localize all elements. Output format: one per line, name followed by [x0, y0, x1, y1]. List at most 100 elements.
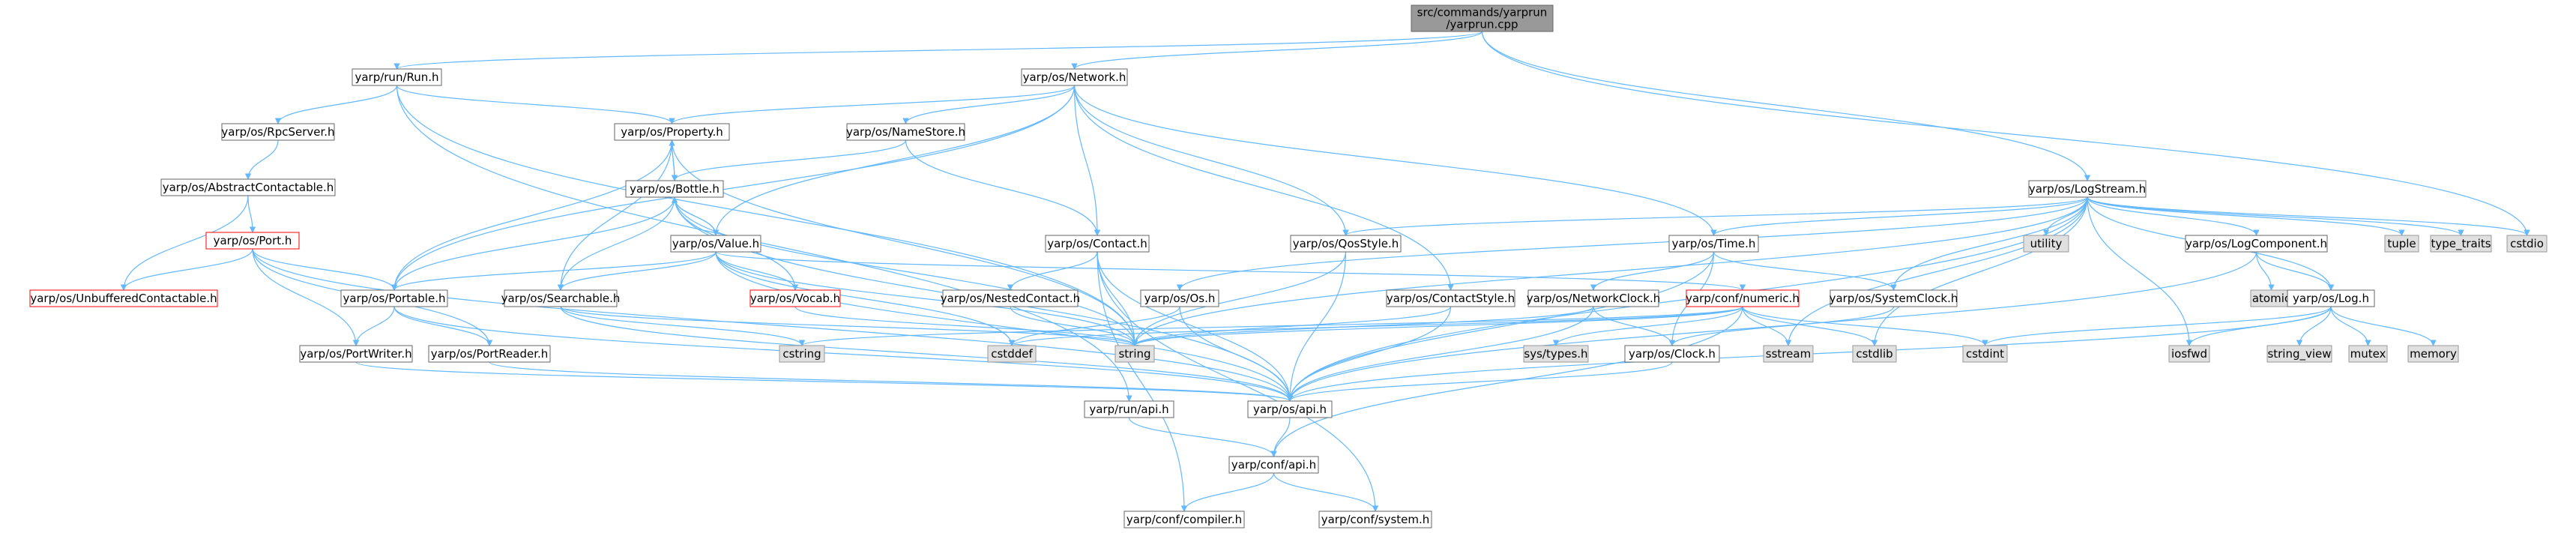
- node-box: [670, 235, 761, 253]
- node-box: [160, 178, 336, 196]
- node-atomic: atomic: [2250, 289, 2293, 307]
- node-label: yarp/os/NameStore.h: [846, 125, 965, 139]
- node-box: [1114, 345, 1155, 363]
- edge-os_os-to-os_api: [1179, 306, 1294, 402]
- edge-namestore-to-contact: [905, 139, 1101, 236]
- node-portable[interactable]: yarp/os/Portable.h: [340, 289, 448, 307]
- node-property[interactable]: yarp/os/Property.h: [614, 123, 730, 141]
- node-label: yarp/os/QosStyle.h: [1293, 237, 1399, 250]
- node-run_run[interactable]: yarp/run/Run.h: [352, 68, 442, 86]
- node-os_api[interactable]: yarp/os/api.h: [1247, 400, 1333, 418]
- nodes-layer: src/commands/yarprun/yarprun.cpp yarp/run…: [29, 4, 2548, 529]
- edge-root-to-logstream: [1481, 31, 2091, 181]
- node-compiler[interactable]: yarp/conf/compiler.h: [1123, 511, 1245, 529]
- node-box: [1123, 511, 1245, 529]
- node-run_api[interactable]: yarp/run/api.h: [1084, 400, 1174, 418]
- edge-networkclock-to-os_api: [1286, 306, 1594, 402]
- node-os_os[interactable]: yarp/os/Os.h: [1140, 289, 1219, 307]
- edge-time-to-systemclock: [1713, 251, 1897, 291]
- edge-value-to-vocab: [715, 251, 799, 291]
- node-qosstyle[interactable]: yarp/os/QosStyle.h: [1290, 235, 1402, 253]
- edge-network-to-qosstyle: [1073, 85, 1349, 236]
- edge-logstream-to-cstdio: [2087, 196, 2530, 236]
- node-conf_api[interactable]: yarp/conf/api.h: [1228, 456, 1319, 474]
- edge-log-to-cstdint: [1982, 306, 2332, 346]
- node-box: [340, 289, 448, 307]
- node-label: cstdint: [1966, 347, 2004, 361]
- node-box: [1045, 235, 1150, 253]
- edge-logstream-to-logcomponent: [2087, 196, 2260, 236]
- edge-numeric-to-cstddef: [1009, 306, 1743, 346]
- edge-rpcserver-to-abstractcontactable: [244, 139, 279, 180]
- edge-root-to-run_run: [393, 31, 1483, 70]
- node-label: mutex: [2350, 347, 2386, 361]
- node-root[interactable]: src/commands/yarprun/yarprun.cpp: [1411, 4, 1554, 32]
- edge-portreader-to-os_api: [489, 361, 1293, 402]
- node-box: [2028, 180, 2147, 198]
- node-unbuffered[interactable]: yarp/os/UnbufferedContactable.h: [29, 289, 218, 307]
- node-label: yarp/os/PortWriter.h: [300, 347, 411, 361]
- edge-nestedcontact-to-string: [1010, 306, 1138, 346]
- node-memory: memory: [2407, 345, 2459, 363]
- node-rpcserver[interactable]: yarp/os/RpcServer.h: [221, 123, 335, 141]
- node-value[interactable]: yarp/os/Value.h: [670, 235, 761, 253]
- node-box: [2185, 235, 2328, 253]
- node-systemclock[interactable]: yarp/os/SystemClock.h: [1830, 289, 1958, 307]
- node-numeric[interactable]: yarp/conf/numeric.h: [1686, 289, 1800, 307]
- edge-run_run-to-run_api: [396, 85, 1132, 402]
- node-portreader[interactable]: yarp/os/PortReader.h: [428, 345, 551, 363]
- node-box: [942, 289, 1079, 307]
- node-contactstyle[interactable]: yarp/os/ContactStyle.h: [1386, 289, 1515, 307]
- edge-bottle-to-string: [674, 196, 1138, 346]
- edge-logstream-to-utility: [2042, 196, 2088, 236]
- edge-run_run-to-property: [396, 85, 675, 124]
- edge-portable-to-os_api: [393, 306, 1294, 402]
- node-box: [1084, 400, 1174, 418]
- node-searchable[interactable]: yarp/os/Searchable.h: [501, 289, 621, 307]
- node-log[interactable]: yarp/os/Log.h: [2287, 289, 2375, 307]
- edge-logstream-to-tuple: [2087, 196, 2405, 236]
- node-label: string: [1118, 347, 1150, 361]
- node-label: yarp/conf/compiler.h: [1126, 513, 1242, 526]
- edge-bottle-to-portable: [390, 196, 675, 291]
- node-network[interactable]: yarp/os/Network.h: [1021, 68, 1128, 86]
- edge-networkclock-to-clock: [1593, 306, 1676, 346]
- node-networkclock[interactable]: yarp/os/NetworkClock.h: [1527, 289, 1661, 307]
- node-label: memory: [2410, 347, 2457, 361]
- edge-logstream-to-string: [1131, 196, 2088, 346]
- node-box: [2287, 289, 2375, 307]
- node-namestore[interactable]: yarp/os/NameStore.h: [846, 123, 965, 141]
- node-label: yarp/os/Network.h: [1023, 70, 1126, 84]
- node-bottle[interactable]: yarp/os/Bottle.h: [625, 180, 724, 198]
- node-clock[interactable]: yarp/os/Clock.h: [1624, 345, 1720, 363]
- edge-conf_api-to-system: [1273, 472, 1379, 512]
- edge-logcomponent-to-log: [2255, 251, 2335, 291]
- node-port[interactable]: yarp/os/Port.h: [205, 232, 300, 250]
- node-system[interactable]: yarp/conf/system.h: [1318, 511, 1432, 529]
- node-nestedcontact[interactable]: yarp/os/NestedContact.h: [941, 289, 1080, 307]
- node-box: [846, 123, 965, 141]
- edges-layer: [120, 31, 2530, 512]
- node-box: [2407, 345, 2459, 363]
- node-abstractcontactable[interactable]: yarp/os/AbstractContactable.h: [160, 178, 336, 196]
- node-box: [2430, 235, 2492, 253]
- node-vocab[interactable]: yarp/os/Vocab.h: [749, 289, 841, 307]
- node-sstream: sstream: [1763, 345, 1814, 363]
- node-box: [1527, 289, 1659, 307]
- node-label: yarp/conf/system.h: [1321, 513, 1430, 526]
- node-label: cstdlib: [1856, 347, 1892, 361]
- node-box: [504, 289, 618, 307]
- edge-os_os-to-cstddef: [1008, 306, 1180, 346]
- edge-time-to-networkclock: [1590, 251, 1715, 291]
- node-logstream[interactable]: yarp/os/LogStream.h: [2028, 180, 2147, 198]
- node-cstdlib: cstdlib: [1852, 345, 1897, 363]
- node-box: [1624, 345, 1720, 363]
- node-time[interactable]: yarp/os/Time.h: [1668, 235, 1759, 253]
- node-contact[interactable]: yarp/os/Contact.h: [1045, 235, 1150, 253]
- edge-logstream-to-systemclock: [1890, 196, 2088, 291]
- node-portwriter[interactable]: yarp/os/PortWriter.h: [299, 345, 413, 363]
- node-tuple: tuple: [2384, 235, 2419, 253]
- edge-time-to-os_api: [1286, 251, 1715, 402]
- node-label: yarp/conf/numeric.h: [1686, 292, 1800, 305]
- node-logcomponent[interactable]: yarp/os/LogComponent.h: [2185, 235, 2328, 253]
